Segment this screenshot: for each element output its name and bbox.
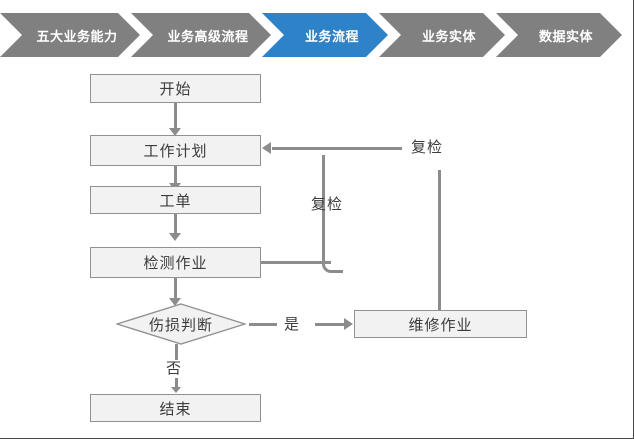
connector-recheck-outer-vertical	[438, 170, 441, 312]
connector-recheck-inner-bottom	[261, 261, 331, 264]
edge-label-no: 否	[166, 359, 183, 377]
node-inspection[interactable]: 检测作业	[90, 247, 261, 278]
node-damage-decision-label: 伤损判断	[148, 315, 213, 334]
connector-judge-to-repair-stub	[249, 323, 277, 326]
breadcrumb-item-1[interactable]: 五大业务能力	[0, 13, 140, 57]
breadcrumb: 五大业务能力 业务高级流程 业务流程 业务实体 数据实体	[0, 13, 634, 57]
diamond-shape-icon	[116, 303, 246, 345]
arrowhead-judge-to-repair	[344, 318, 353, 330]
connector-plan-to-order	[174, 165, 177, 185]
breadcrumb-item-5[interactable]: 数据实体	[496, 13, 622, 57]
node-repair-label: 维修作业	[408, 315, 473, 334]
node-start[interactable]: 开始	[90, 74, 261, 103]
breadcrumb-item-3-label: 业务流程	[304, 29, 359, 45]
edge-label-recheck-inner: 复检	[311, 195, 344, 213]
breadcrumb-item-3-active[interactable]: 业务流程	[262, 13, 388, 57]
node-inspection-label: 检测作业	[143, 254, 208, 272]
arrowhead-inspect-to-judge	[169, 298, 181, 306]
arrowhead-judge-to-end	[171, 387, 181, 393]
breadcrumb-item-5-label: 数据实体	[538, 29, 593, 45]
node-start-label: 开始	[159, 80, 192, 98]
node-work-plan-label: 工作计划	[143, 142, 208, 160]
edge-label-yes: 是	[284, 315, 301, 333]
node-end[interactable]: 结束	[90, 394, 261, 422]
connector-start-to-plan	[174, 102, 177, 130]
connector-recheck-inner-elbow	[322, 155, 343, 273]
connector-inspect-to-judge	[174, 277, 177, 299]
edge-label-recheck-outer: 复检	[411, 138, 444, 156]
breadcrumb-item-1-label: 五大业务能力	[36, 29, 118, 45]
connector-judge-to-end-lower	[175, 378, 178, 389]
node-end-label: 结束	[159, 399, 192, 418]
node-damage-decision[interactable]: 伤损判断	[116, 303, 246, 345]
connector-order-to-inspect	[174, 213, 177, 235]
arrowhead-recheck-inner	[262, 142, 271, 154]
breadcrumb-item-4[interactable]: 业务实体	[379, 13, 505, 57]
node-work-order[interactable]: 工单	[90, 186, 261, 214]
node-work-plan[interactable]: 工作计划	[90, 135, 261, 166]
connector-recheck-outer-horizontal	[272, 147, 402, 150]
connector-judge-to-end-upper	[175, 344, 178, 360]
breadcrumb-item-4-label: 业务实体	[421, 29, 476, 45]
node-repair[interactable]: 维修作业	[354, 310, 527, 338]
arrowhead-start-to-plan	[169, 128, 181, 136]
node-work-order-label: 工单	[159, 191, 192, 210]
breadcrumb-item-2[interactable]: 业务高级流程	[131, 13, 271, 57]
breadcrumb-item-2-label: 业务高级流程	[167, 29, 249, 45]
arrowhead-order-to-inspect	[169, 233, 181, 241]
connector-judge-to-repair-tail	[315, 323, 345, 326]
